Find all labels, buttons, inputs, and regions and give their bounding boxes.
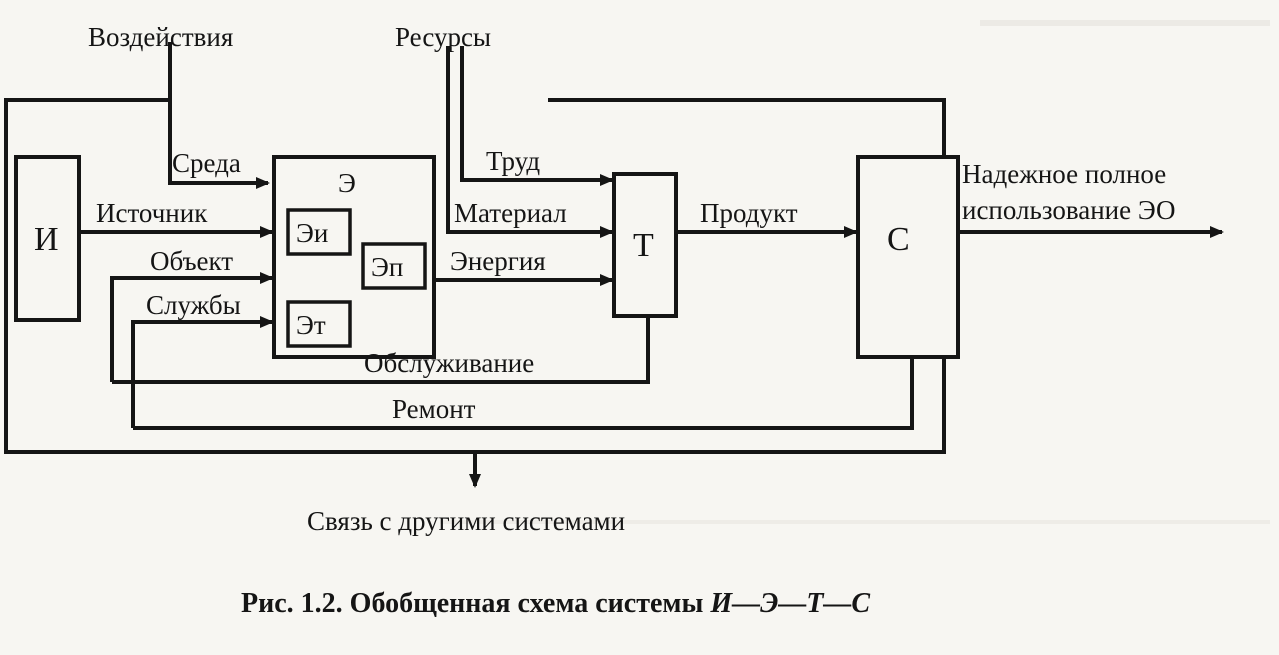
services-label: Службы [146,290,241,320]
resources-labor-line [460,46,614,186]
block-Ep-label: Эп [371,252,403,282]
block-Et [286,300,352,348]
block-Et-label: Эт [296,310,326,340]
services-line [131,316,274,428]
output-label-line1: Надежное полное [962,159,1166,189]
impacts-label: Воздействия [88,22,233,52]
block-Ep [361,242,427,290]
product-label: Продукт [700,198,798,228]
energy-label: Энергия [450,246,546,276]
object-label: Объект [150,246,233,276]
block-I-label: И [34,221,59,258]
block-C [856,155,960,359]
output-label-line2: использование ЭО [962,195,1175,225]
source-label: Источник [96,198,208,228]
block-Ei [286,208,352,256]
block-E-label: Э [338,168,356,198]
caption-prefix: Рис. 1.2. Обобщенная схема системы [241,588,710,619]
caption-formula: И—Э—Т—С [709,588,870,619]
block-Ei-label: Эи [296,218,328,248]
figure-caption: Рис. 1.2. Обобщенная схема системы И—Э—Т… [241,588,870,619]
repair-line [133,357,914,430]
background-bleed [440,20,1270,524]
block-I [14,155,81,322]
impacts-line [168,42,270,189]
link-label: Связь с другими системами [307,506,625,536]
maintenance-line [112,316,650,384]
repair-label: Ремонт [392,394,476,424]
block-C-label: С [887,221,910,258]
object-line [110,272,274,382]
material-label: Материал [454,198,567,228]
resources-material-line [446,46,614,238]
environment-label: Среда [172,148,241,178]
resources-label: Ресурсы [395,22,491,52]
block-T [612,172,678,318]
labor-label: Труд [486,146,540,176]
block-T-label: Т [633,227,654,264]
maintenance-label: Обслуживание [364,348,534,378]
